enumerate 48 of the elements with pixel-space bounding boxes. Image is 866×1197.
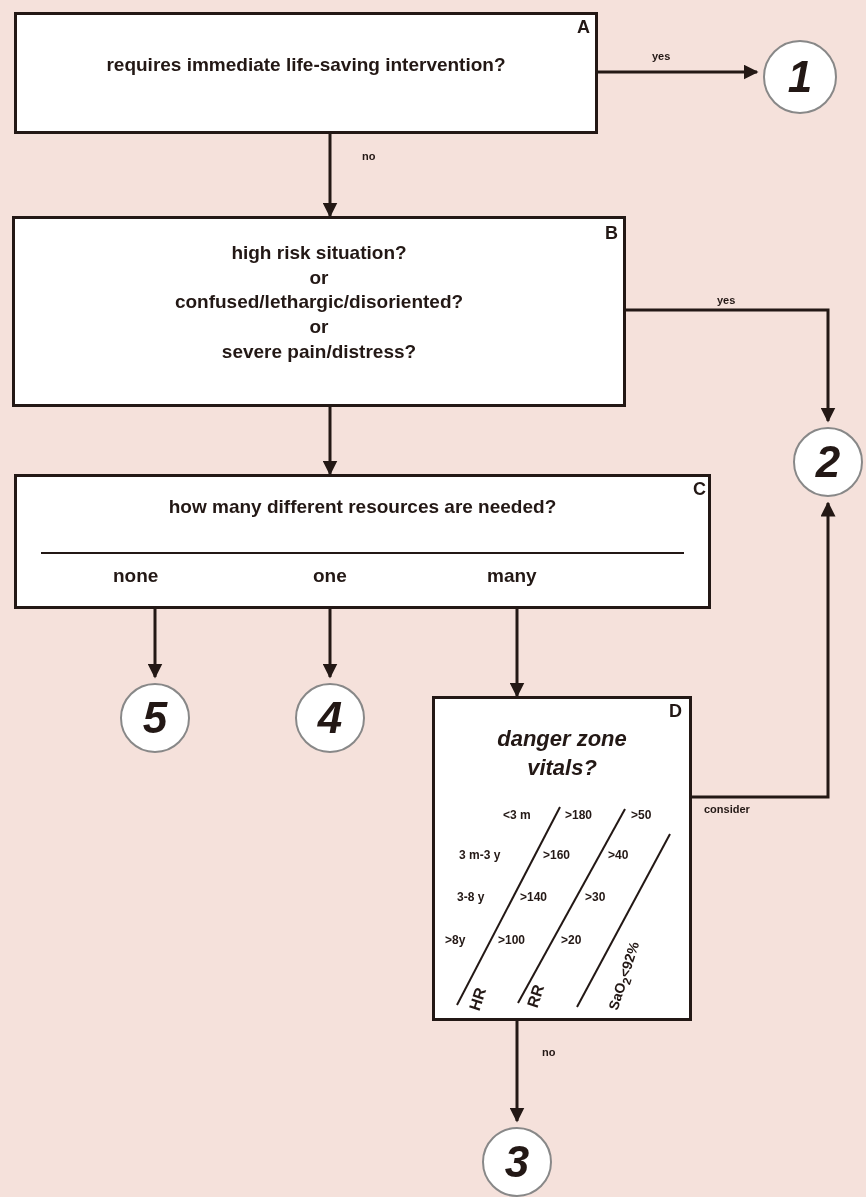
table-value: >20 <box>561 933 582 947</box>
answer-option: many <box>487 565 537 587</box>
answer-option: D <box>669 701 682 722</box>
level-number: 2 <box>815 437 841 487</box>
table-value: >180 <box>565 808 593 822</box>
arrow <box>322 407 338 476</box>
table-value: >40 <box>608 848 629 862</box>
level-number: 3 <box>504 1137 530 1187</box>
table-value: >30 <box>585 890 606 904</box>
question-text: confused/lethargic/disoriented? <box>174 290 464 315</box>
level-number: 5 <box>142 693 168 743</box>
question-text: severe pain/distress? <box>221 339 417 364</box>
box-letter: C <box>693 479 706 500</box>
question-box <box>12 216 626 407</box>
arrow <box>598 64 759 80</box>
level-number: 4 <box>317 693 343 743</box>
question-text: how many different resources are needed? <box>168 495 557 519</box>
table-value: >8y <box>445 933 466 947</box>
arrow <box>322 134 338 218</box>
question-text: danger zone vitals? <box>496 725 628 782</box>
question-box <box>432 696 692 1021</box>
arrow <box>509 609 525 698</box>
answer-option: none <box>113 565 159 587</box>
arrow <box>692 501 836 799</box>
table-value: >50 <box>631 808 652 822</box>
table-value: >160 <box>543 848 571 862</box>
question-box <box>14 12 598 134</box>
answer-option: one <box>313 565 347 587</box>
table-value: 3 m-3 y <box>459 848 501 862</box>
arrow <box>322 609 338 679</box>
table-value: >100 <box>498 933 526 947</box>
box-letter: A <box>577 17 590 38</box>
box-letter: B <box>605 223 618 244</box>
question-text: or <box>309 265 329 290</box>
table-value: <3 m <box>503 808 531 822</box>
question-text: requires immediate life-saving intervention? <box>106 53 506 77</box>
level-number: 1 <box>787 52 813 102</box>
arrow <box>626 308 836 423</box>
arrow <box>147 609 163 679</box>
arrow <box>509 1021 525 1123</box>
column-header: RR <box>523 982 549 1010</box>
question-box <box>14 474 711 609</box>
question-text: high risk situation? <box>231 241 407 265</box>
table-value: 3-8 y <box>457 890 485 904</box>
edge-label: consider <box>702 803 752 815</box>
column-header: HR <box>465 985 491 1013</box>
table-value: >140 <box>520 890 548 904</box>
question-text: or <box>309 315 329 340</box>
